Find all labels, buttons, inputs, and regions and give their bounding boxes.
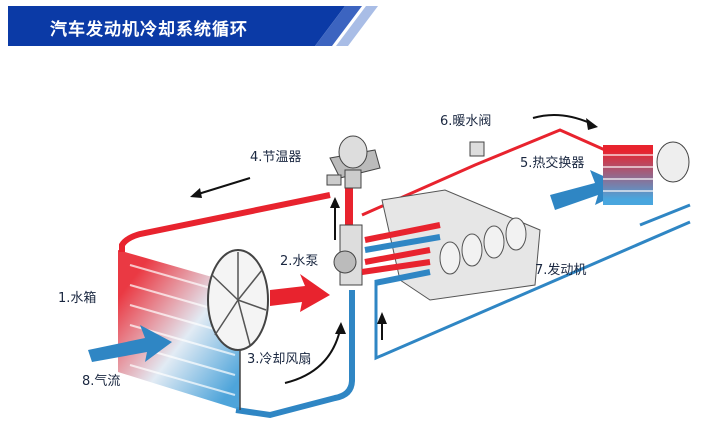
arrowhead-icon xyxy=(586,118,598,130)
label-heater-valve: 6.暖水阀 xyxy=(440,114,492,129)
heater-return-pipe xyxy=(639,203,691,227)
title-banner xyxy=(8,6,378,46)
label-airflow: 8.气流 xyxy=(82,374,121,389)
blower-fan xyxy=(656,141,690,183)
arrowhead-icon xyxy=(377,312,387,324)
engine xyxy=(361,189,541,301)
page-title: 汽车发动机冷却系统循环 xyxy=(50,20,248,40)
label-water-pump: 2.水泵 xyxy=(280,254,319,269)
heat-exchanger xyxy=(603,141,690,205)
water-pump xyxy=(333,224,363,286)
heater-valve xyxy=(469,141,485,157)
arrowhead-icon xyxy=(330,197,340,208)
airflow-arrow xyxy=(88,325,172,362)
flow-arrow-left xyxy=(194,177,251,196)
heater-hot-pipe xyxy=(361,128,606,217)
hot-air-arrow xyxy=(270,274,330,312)
label-thermostat: 4.节温器 xyxy=(250,150,302,165)
fan xyxy=(207,249,269,351)
label-cooling-fan: 3.冷却风扇 xyxy=(247,352,312,367)
label-heat-exchanger: 5.热交换器 xyxy=(520,156,585,171)
label-radiator: 1.水箱 xyxy=(58,291,97,306)
flow-arrow-heater xyxy=(532,113,591,124)
label-engine: 7.发动机 xyxy=(535,263,587,278)
pump-riser-pipe xyxy=(345,185,353,245)
hot-pipe xyxy=(119,192,331,252)
return-pipe xyxy=(374,220,691,361)
arrowhead-icon xyxy=(190,188,202,198)
thermostat xyxy=(326,135,381,189)
cold-pipe xyxy=(235,290,355,419)
arrowhead-icon xyxy=(335,322,346,334)
flow-arrow-up-pump xyxy=(284,329,341,384)
